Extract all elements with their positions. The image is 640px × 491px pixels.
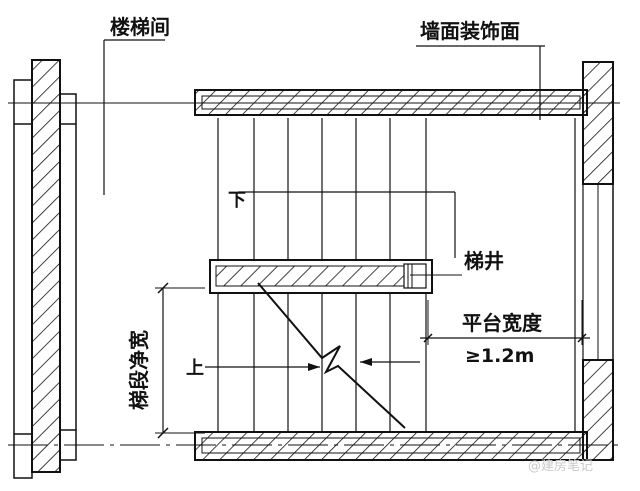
flight-clear-width-label: 梯段净宽 [127, 330, 151, 410]
flight-width-dimension [155, 282, 205, 439]
landing-width-label: 平台宽度 [462, 311, 543, 335]
break-line [257, 282, 406, 429]
stair-well-label: 梯井 [464, 249, 504, 273]
down-label: 下 [228, 190, 246, 211]
leader-lines [103, 39, 545, 276]
landing-min-label: ≥1.2m [465, 345, 534, 367]
left-wall [13, 59, 77, 479]
stairwell-label: 楼梯间 [110, 15, 170, 39]
stair-well [209, 259, 433, 294]
direction-lines [205, 191, 456, 371]
watermark: @建房笔记 [528, 458, 593, 474]
axis-lines [8, 102, 620, 446]
landing-width-dimension [420, 300, 590, 345]
right-wall [574, 61, 614, 461]
stair-treads [217, 118, 427, 432]
wall-finish-label: 墙面装饰面 [420, 19, 520, 43]
bottom-wall [194, 431, 588, 461]
up-label: 上 [186, 358, 204, 379]
